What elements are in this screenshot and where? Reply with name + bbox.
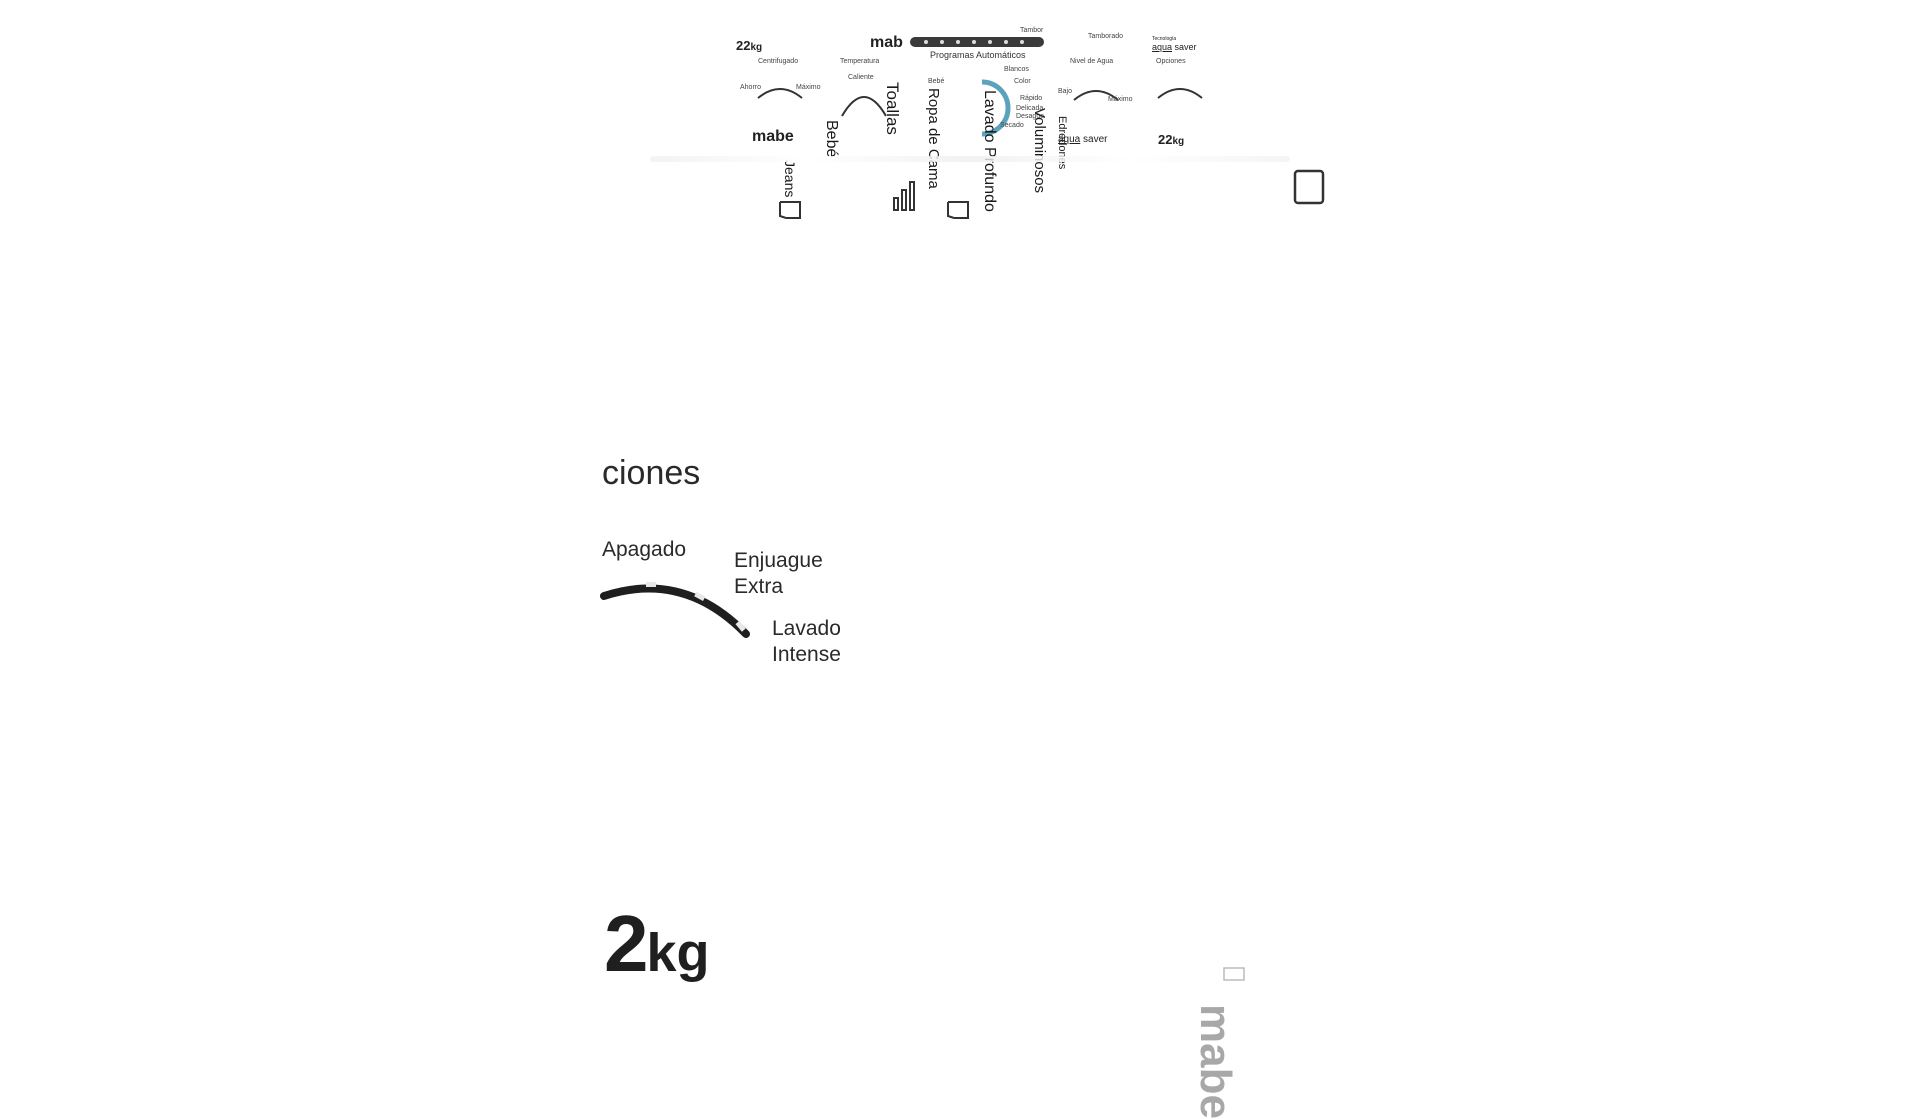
arc-marker-lavado xyxy=(735,620,746,632)
led-dot xyxy=(1020,40,1024,44)
led-dot xyxy=(924,40,928,44)
lower-capacity-unit: kg xyxy=(1172,136,1185,147)
lower-capacity: 22kg xyxy=(1158,132,1184,147)
top-right-label-2: Tamborado xyxy=(1088,33,1124,40)
drum-icon xyxy=(947,201,969,219)
small-icon xyxy=(1223,967,1245,981)
option-enjuague-line2: Extra xyxy=(734,575,784,598)
led-dot xyxy=(940,40,944,44)
led-dot xyxy=(956,40,960,44)
option-lavado-line1: Lavado xyxy=(772,617,841,640)
zoom-capacity-number: 2 xyxy=(604,899,648,988)
water-level-icon xyxy=(893,181,915,211)
towel-icon xyxy=(779,201,801,219)
panel-capacity-number: 22 xyxy=(736,38,751,53)
vertical-label-6: Jeans xyxy=(782,160,798,198)
vertical-label-1: Ropa de Cama xyxy=(925,88,942,189)
water-option-2: Máximo xyxy=(1108,96,1133,103)
aqua-saver-saver: saver xyxy=(1174,42,1197,52)
led-dot xyxy=(988,40,992,44)
lower-aqua: aqua xyxy=(1058,134,1081,145)
arc-marker-enjuague xyxy=(694,591,706,601)
spin-option-0: Ahorro xyxy=(740,84,762,91)
option-enjuague-line1: Enjuague xyxy=(734,549,823,572)
vertical-label-3: Voluminosos xyxy=(1031,108,1048,194)
option-lavado-line2: Intense xyxy=(772,643,841,666)
program-option-4: Rápido xyxy=(1020,95,1043,102)
programs-title: Programas Automáticos xyxy=(930,50,1026,60)
panel-edge xyxy=(650,156,1290,162)
spin-option-1: Máximo xyxy=(796,84,821,91)
panel-capacity-unit: kg xyxy=(750,42,763,53)
program-dial[interactable] xyxy=(952,78,1012,138)
top-right-label-1: Tambor xyxy=(1020,27,1044,34)
vertical-label-5: Bebé xyxy=(823,120,840,158)
option-apagado: Apagado xyxy=(602,538,687,561)
vertical-label-2: Lavado Profundo xyxy=(981,90,998,212)
options-selector-arc[interactable] xyxy=(598,574,758,640)
lower-saver: saver xyxy=(1083,134,1108,145)
program-option-6: Secado xyxy=(1000,122,1024,129)
dial-label-nivel-agua: Nivel de Agua xyxy=(1070,58,1114,65)
aqua-saver-tecnologia: Tecnología xyxy=(1152,36,1177,42)
temperature-dial[interactable] xyxy=(836,82,892,122)
option-lavado-intense: Lavado Intense xyxy=(772,616,841,668)
led-dot xyxy=(1004,40,1008,44)
program-option-2: Color xyxy=(1014,78,1031,85)
lower-brand: mabe xyxy=(752,128,794,145)
program-option-0: Blancos xyxy=(1004,66,1029,73)
panel-capacity: 22kg xyxy=(736,38,762,53)
lower-capacity-number: 22 xyxy=(1158,132,1173,147)
dial-label-opciones: Opciones xyxy=(1156,58,1186,65)
aqua-saver-logo: Tecnología aqua saver xyxy=(1152,36,1197,52)
water-level-dial[interactable] xyxy=(1068,80,1124,104)
dial-label-centrifugado: Centrifugado xyxy=(758,58,799,65)
temp-option-0: Caliente xyxy=(848,74,874,81)
program-option-1: Bebé xyxy=(928,78,945,85)
zoom-brand-rotated: mabe xyxy=(1191,1004,1240,1119)
led-strip xyxy=(910,37,1044,47)
program-option-5: Desagüe xyxy=(1016,113,1045,120)
dial-label-temperatura: Temperatura xyxy=(840,58,880,65)
water-option-0: Bajo xyxy=(1058,88,1073,95)
spin-dial[interactable] xyxy=(752,78,808,102)
panel-brand: mab xyxy=(870,34,903,51)
arc-marker-apagado xyxy=(646,582,656,587)
led-dot xyxy=(972,40,976,44)
lower-aqua-saver: aqua saver xyxy=(1058,134,1107,145)
zoom-capacity-unit: kg xyxy=(646,923,710,983)
power-icon[interactable] xyxy=(1292,168,1326,206)
program-option-3: Delicada xyxy=(1016,105,1044,112)
zoom-section-title: ciones xyxy=(602,454,701,492)
vertical-label-0: Toallas xyxy=(883,82,902,135)
control-panel: 22kg mab Programas Automáticos Tambor Ta… xyxy=(600,20,1360,219)
option-enjuague-extra: Enjuague Extra xyxy=(734,548,823,600)
aqua-saver-aqua: aqua xyxy=(1152,42,1173,52)
zoom-capacity: 2kg xyxy=(604,898,710,990)
options-dial[interactable] xyxy=(1152,78,1208,102)
